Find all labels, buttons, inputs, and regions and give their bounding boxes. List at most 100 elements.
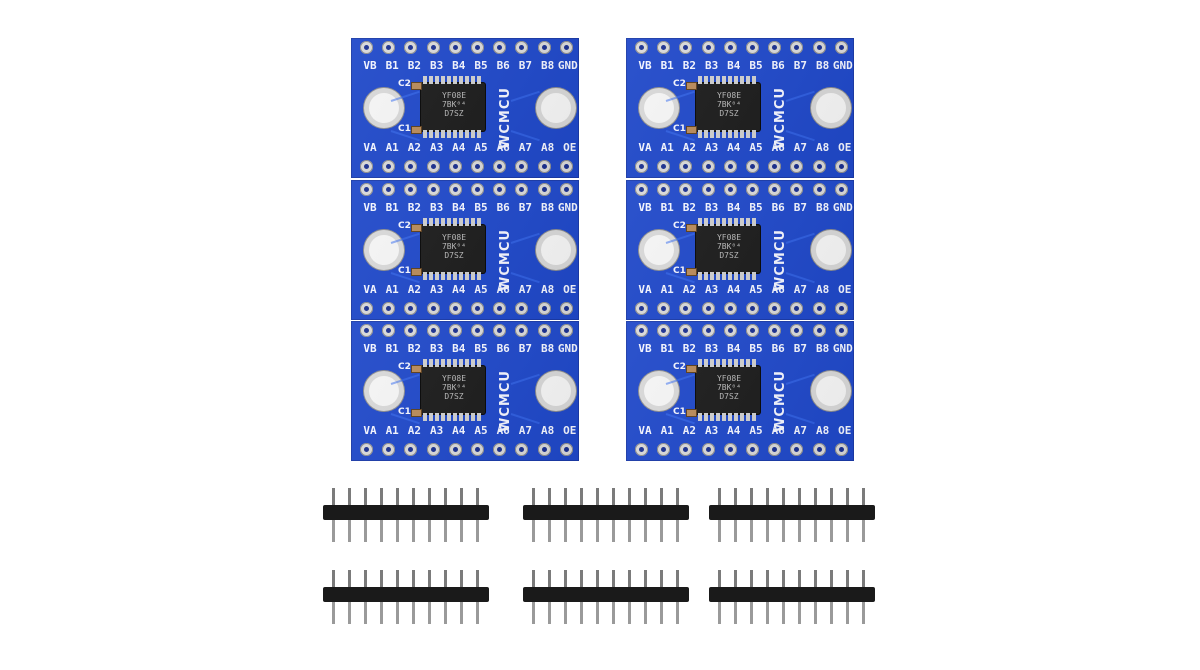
bottom-pad: [382, 443, 396, 456]
top-pin-label: B2: [682, 201, 697, 214]
top-pin-label: B3: [704, 342, 719, 355]
ic-pin: [752, 272, 756, 280]
top-pin-label: B3: [429, 201, 444, 214]
pin-header: [323, 570, 493, 640]
header-pin: [412, 520, 415, 542]
top-pad: [559, 183, 573, 196]
bottom-pad: [360, 443, 373, 456]
bottom-pad: [657, 160, 671, 173]
mounting-hole: [644, 235, 674, 265]
bottom-pad: [790, 302, 804, 315]
header-pin: [332, 520, 335, 542]
bottom-pad: [382, 160, 396, 173]
bottom-pin-label: A8: [815, 283, 830, 296]
top-pad: [404, 41, 418, 54]
chip-marking-line: 7BK⁰⁴: [716, 100, 742, 109]
top-pin-label: B1: [660, 59, 674, 72]
bottom-pin-label: VA: [363, 141, 377, 154]
bottom-pin-label: A5: [749, 424, 763, 437]
header-pin: [396, 602, 399, 624]
top-pad: [635, 183, 648, 196]
bottom-pad: [679, 302, 693, 315]
header-pin: [660, 570, 663, 587]
ic-pin: [728, 218, 732, 226]
top-pin-label: GND: [557, 201, 578, 214]
mounting-hole: [644, 93, 674, 123]
top-pad: [404, 183, 418, 196]
bottom-pad: [426, 443, 440, 456]
bottom-pin-label: A8: [540, 141, 555, 154]
top-pad: [404, 324, 418, 337]
header-pin: [628, 602, 631, 624]
bottom-pin-label: A1: [385, 283, 399, 296]
ic-pin: [441, 76, 445, 84]
header-pin: [332, 602, 335, 624]
ic-pin: [477, 272, 481, 280]
ic-pin: [429, 76, 433, 84]
bottom-pad: [723, 160, 737, 173]
bottom-pin-label: A2: [682, 424, 697, 437]
header-pin: [862, 488, 865, 505]
ic-pin: [746, 413, 750, 421]
header-pin: [830, 602, 833, 624]
pcb-trace: [665, 232, 695, 244]
header-pin: [380, 520, 383, 542]
header-pin: [644, 570, 647, 587]
bottom-pad: [426, 160, 440, 173]
bottom-pin-label: A8: [540, 424, 555, 437]
top-pad: [515, 183, 529, 196]
ic-pin: [441, 130, 445, 138]
bottom-pin-label: A3: [704, 283, 719, 296]
ic-pin: [465, 359, 469, 367]
top-pin-label: B6: [496, 342, 510, 355]
ic-pin: [710, 130, 714, 138]
header-pin: [814, 602, 817, 624]
top-pin-label: B4: [452, 342, 466, 355]
top-pad: [768, 41, 782, 54]
bottom-pad: [471, 160, 484, 173]
bottom-pad: [768, 160, 782, 173]
header-pin: [364, 602, 367, 624]
ic-pin: [423, 76, 427, 84]
header-pin: [782, 570, 785, 587]
header-pin: [676, 570, 679, 587]
ic-pin: [716, 130, 720, 138]
bottom-pad: [493, 160, 507, 173]
top-pin-label: B4: [727, 59, 741, 72]
top-pin-label: B3: [429, 59, 444, 72]
ic-pin: [471, 76, 475, 84]
top-pin-label: B3: [429, 342, 444, 355]
brand-silkscreen: WCMCU: [773, 229, 788, 291]
ic-pin: [441, 413, 445, 421]
top-pad: [448, 183, 462, 196]
bottom-pad: [723, 443, 737, 456]
top-pin-label: B1: [385, 201, 399, 214]
ic-pin: [752, 413, 756, 421]
top-pin-label: B5: [474, 201, 488, 214]
header-pin: [596, 488, 599, 505]
top-pad: [537, 41, 551, 54]
ic-pin: [435, 272, 439, 280]
top-pad: [723, 324, 737, 337]
top-pad: [812, 41, 826, 54]
top-pad: [537, 183, 551, 196]
bottom-pin-label: A7: [793, 141, 808, 154]
top-pad: [448, 324, 462, 337]
ic-pin: [471, 130, 475, 138]
top-pad: [382, 324, 396, 337]
ic-pin: [453, 218, 457, 226]
ic-pin: [447, 130, 451, 138]
capacitor: [411, 268, 422, 276]
header-pin: [644, 488, 647, 505]
header-pin: [444, 602, 447, 624]
ic-pin: [465, 272, 469, 280]
header-pin: [412, 488, 415, 505]
top-pin-label: B6: [771, 59, 785, 72]
capacitor-label: C2: [673, 79, 686, 89]
pcb-trace: [390, 90, 420, 102]
bottom-pad: [559, 302, 573, 315]
bottom-pin-label: A2: [407, 424, 422, 437]
